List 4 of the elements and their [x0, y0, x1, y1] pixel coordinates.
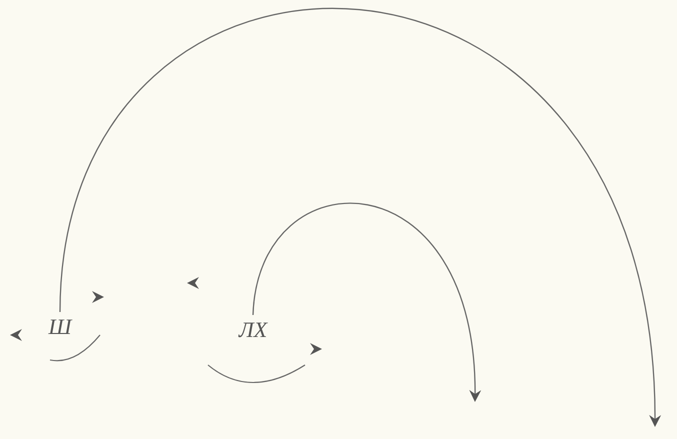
arrow: [59, 9, 660, 427]
node-label: ЛХ: [222, 315, 284, 345]
arrow: [252, 203, 480, 402]
node-label: Ш: [36, 312, 84, 342]
